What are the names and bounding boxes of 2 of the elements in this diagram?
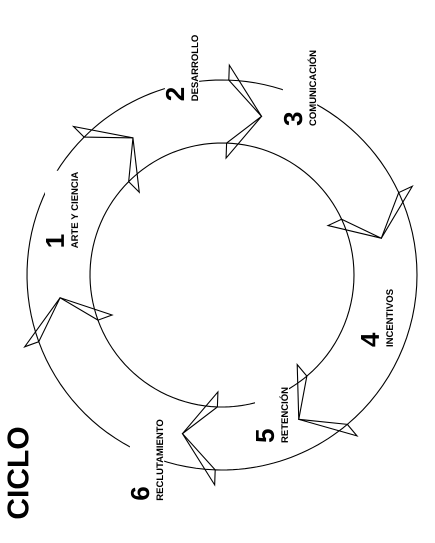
arrow-segment: 3 COMUNICACIÓN (225, 49, 414, 239)
node-label: 6 (130, 487, 150, 500)
